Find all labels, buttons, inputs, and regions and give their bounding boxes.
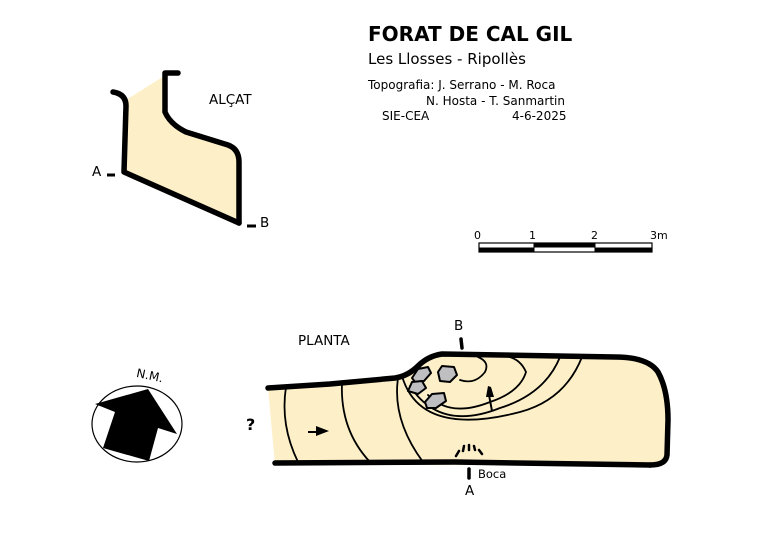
plan-boulders <box>407 365 458 409</box>
plan-section <box>265 337 671 480</box>
plan-marker-b: B <box>454 318 464 334</box>
credits-date: 4-6-2025 <box>512 109 567 123</box>
scale-tick-1: 1 <box>529 229 536 242</box>
elevation-wall-left <box>110 89 242 226</box>
location-subtitle: Les Llosses - Ripollès <box>368 50 526 68</box>
plan-label: PLANTA <box>298 333 350 349</box>
elevation-marker-b: B <box>260 215 270 231</box>
credits-line-2: N. Hosta - T. Sanmartin <box>426 94 565 108</box>
scale-bar <box>478 242 653 253</box>
entrance-label: Boca <box>478 467 507 481</box>
elevation-cave-fill <box>124 76 239 223</box>
plan-wall-bottom <box>272 459 653 468</box>
plan-slope-arrow-pit <box>486 386 494 412</box>
plan-passage-arrow <box>308 426 329 436</box>
scale-tick-2: 2 <box>591 229 598 242</box>
scale-tick-3: 3m <box>650 229 668 242</box>
plan-wall-top <box>265 351 671 468</box>
elevation-label: ALÇAT <box>209 92 252 108</box>
credits-group: SIE-CEA <box>382 109 430 123</box>
credits-line-1: Topografia: J. Serrano - M. Roca <box>368 78 556 92</box>
elevation-section <box>107 70 256 228</box>
north-arrow-icon <box>91 385 183 463</box>
elevation-marker-a: A <box>92 164 102 180</box>
plan-entrance-hachures <box>454 443 484 458</box>
unknown-continuation-mark: ? <box>246 415 256 434</box>
scale-tick-0: 0 <box>474 229 481 242</box>
elevation-wall-right <box>162 70 242 226</box>
page-title: FORAT DE CAL GIL <box>368 22 573 46</box>
plan-marker-b-tick <box>459 337 464 350</box>
plan-marker-a: A <box>465 483 475 499</box>
